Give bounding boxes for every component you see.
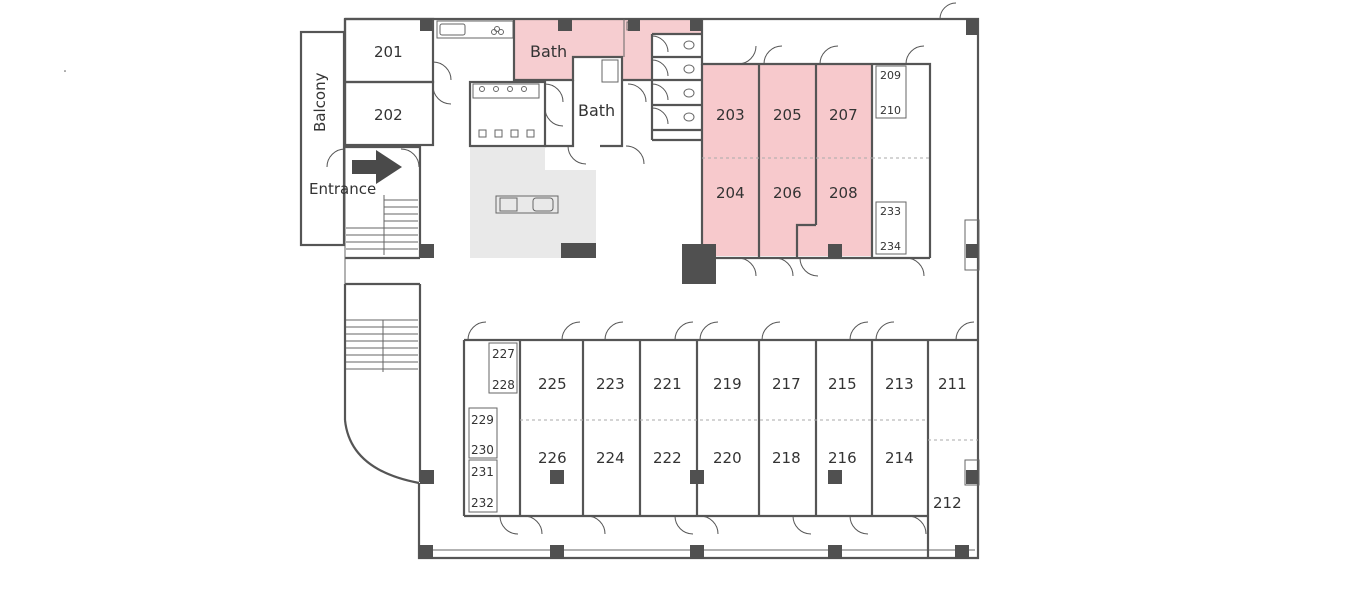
pillars <box>419 19 978 559</box>
entrance-arrow-icon <box>352 150 402 184</box>
room-226-label: 226 <box>538 449 567 467</box>
room-202 <box>343 80 435 147</box>
room-221-label: 221 <box>653 375 682 393</box>
room-227-label: 227 <box>492 347 515 361</box>
bath-lower-label: Bath <box>578 101 615 120</box>
windows <box>964 219 980 486</box>
room-207-208-fill <box>798 64 872 256</box>
room-214-label: 214 <box>885 449 914 467</box>
entrance-label: Entrance <box>309 180 376 198</box>
room-203-label: 203 <box>716 106 745 124</box>
room-223-label: 223 <box>596 375 625 393</box>
kitchen-counter <box>436 20 514 39</box>
room-201-label: 201 <box>374 43 403 61</box>
lounge-table <box>495 195 559 214</box>
room-207-label: 207 <box>829 106 858 124</box>
bath-lower <box>468 80 702 148</box>
room-211-label: 211 <box>938 375 967 393</box>
bath-upper-label: Bath <box>530 42 567 61</box>
room-228-label: 228 <box>492 378 515 392</box>
rooms-211-232 <box>462 338 978 558</box>
room-206-label: 206 <box>773 184 802 202</box>
bath-upper-area <box>514 19 702 80</box>
room-205-label: 205 <box>773 106 802 124</box>
room-225-label: 225 <box>538 375 567 393</box>
room-213-label: 213 <box>885 375 914 393</box>
room-217-label: 217 <box>772 375 801 393</box>
room-216-label: 216 <box>828 449 857 467</box>
room-229-label: 229 <box>471 413 494 427</box>
toilet-stalls <box>651 35 702 132</box>
room-215-label: 215 <box>828 375 857 393</box>
room-208-label: 208 <box>829 184 858 202</box>
room-204-label: 204 <box>716 184 745 202</box>
room-212-label: 212 <box>933 494 962 512</box>
room-202-label: 202 <box>374 106 403 124</box>
room-231-label: 231 <box>471 465 494 479</box>
stray-dot <box>64 70 66 72</box>
room-219-label: 219 <box>713 375 742 393</box>
staircase-upper <box>346 195 418 255</box>
bath-upper <box>512 19 704 140</box>
room-220-label: 220 <box>713 449 742 467</box>
room-224-label: 224 <box>596 449 625 467</box>
balcony-area <box>299 30 346 247</box>
room-218-label: 218 <box>772 449 801 467</box>
door-swings <box>326 2 975 535</box>
room-233-label: 233 <box>880 205 901 218</box>
room-230-label: 230 <box>471 443 494 457</box>
room-222-label: 222 <box>653 449 682 467</box>
room-203-204-fill <box>703 64 758 256</box>
balcony-label: Balcony <box>311 72 329 132</box>
common-area-inner <box>545 147 596 170</box>
rooms-203-208 <box>700 34 932 260</box>
room-232-label: 232 <box>471 496 494 510</box>
room-209-label: 209 <box>880 69 901 82</box>
room-210-label: 210 <box>880 104 901 117</box>
room-234-label: 234 <box>880 240 901 253</box>
staircase-lower <box>346 319 418 372</box>
